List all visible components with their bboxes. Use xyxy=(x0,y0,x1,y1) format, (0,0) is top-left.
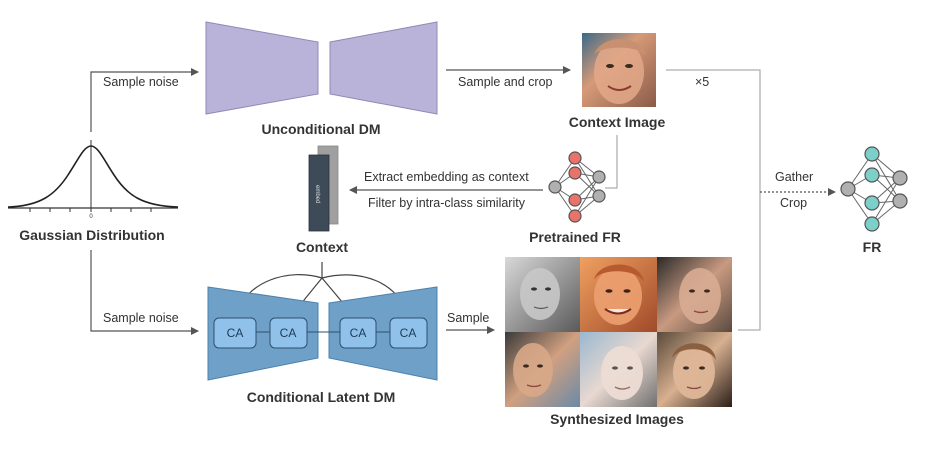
synth-image-5 xyxy=(580,332,657,407)
sample-noise-bottom-label: Sample noise xyxy=(103,311,179,325)
synth-image-6 xyxy=(657,332,732,407)
ca-block-1: CA xyxy=(213,317,257,349)
synth-image-3 xyxy=(657,257,732,332)
embed-tag: embed xyxy=(314,185,320,203)
crop-label: Crop xyxy=(780,196,807,210)
svg-text:CA: CA xyxy=(350,326,367,340)
synth-image-4 xyxy=(505,332,580,407)
context-to-fr-connector xyxy=(605,135,618,189)
context-label: Context xyxy=(296,239,348,255)
embedding-tensor xyxy=(308,154,330,232)
unconditional-dm: Unconditional DM xyxy=(205,21,438,137)
unconditional-encoder xyxy=(205,21,319,115)
times5-label: ×5 xyxy=(695,75,709,89)
ca-block-2: CA xyxy=(269,317,308,349)
gaussian-label: Gaussian Distribution xyxy=(19,227,164,243)
synthesized-images-label: Synthesized Images xyxy=(550,411,684,427)
svg-text:CA: CA xyxy=(227,326,244,340)
pretrained-fr-network: Pretrained FR xyxy=(529,151,621,245)
unconditional-dm-label: Unconditional DM xyxy=(262,121,381,137)
gaussian-zero-tick: 0 xyxy=(89,214,93,220)
filter-similarity-label: Filter by intra-class similarity xyxy=(368,196,526,210)
fr-network: FR xyxy=(840,146,908,255)
conditional-decoder xyxy=(328,286,438,381)
conditional-dm-label: Conditional Latent DM xyxy=(247,389,396,405)
ca-block-4: CA xyxy=(389,317,428,349)
synth-image-2 xyxy=(580,257,657,332)
unconditional-decoder xyxy=(329,21,438,115)
synth-image-1 xyxy=(505,257,580,332)
svg-text:CA: CA xyxy=(280,326,297,340)
context-image-label: Context Image xyxy=(569,114,666,130)
ca-block-3: CA xyxy=(339,317,377,349)
sample-and-crop-label: Sample and crop xyxy=(458,75,553,89)
arrow-noise-top xyxy=(90,68,199,132)
extract-embedding-label: Extract embedding as context xyxy=(364,170,529,184)
pretrained-fr-label: Pretrained FR xyxy=(529,229,621,245)
context-block: embed Context xyxy=(296,145,348,255)
sample-noise-top-label: Sample noise xyxy=(103,75,179,89)
synthesized-images-grid: Synthesized Images xyxy=(505,257,732,427)
conditional-encoder xyxy=(207,286,319,381)
arrow-noise-bottom xyxy=(90,250,199,335)
context-image: Context Image xyxy=(569,33,666,130)
gather-label: Gather xyxy=(775,170,813,184)
svg-text:CA: CA xyxy=(400,326,417,340)
gather-path xyxy=(666,69,761,331)
gaussian-curve xyxy=(7,145,179,208)
fr-label: FR xyxy=(863,239,882,255)
sample-label: Sample xyxy=(447,311,489,325)
gaussian-distribution: 0 Gaussian Distribution xyxy=(7,140,179,243)
conditional-latent-dm: CA CA CA CA Conditional Latent DM xyxy=(207,286,438,405)
